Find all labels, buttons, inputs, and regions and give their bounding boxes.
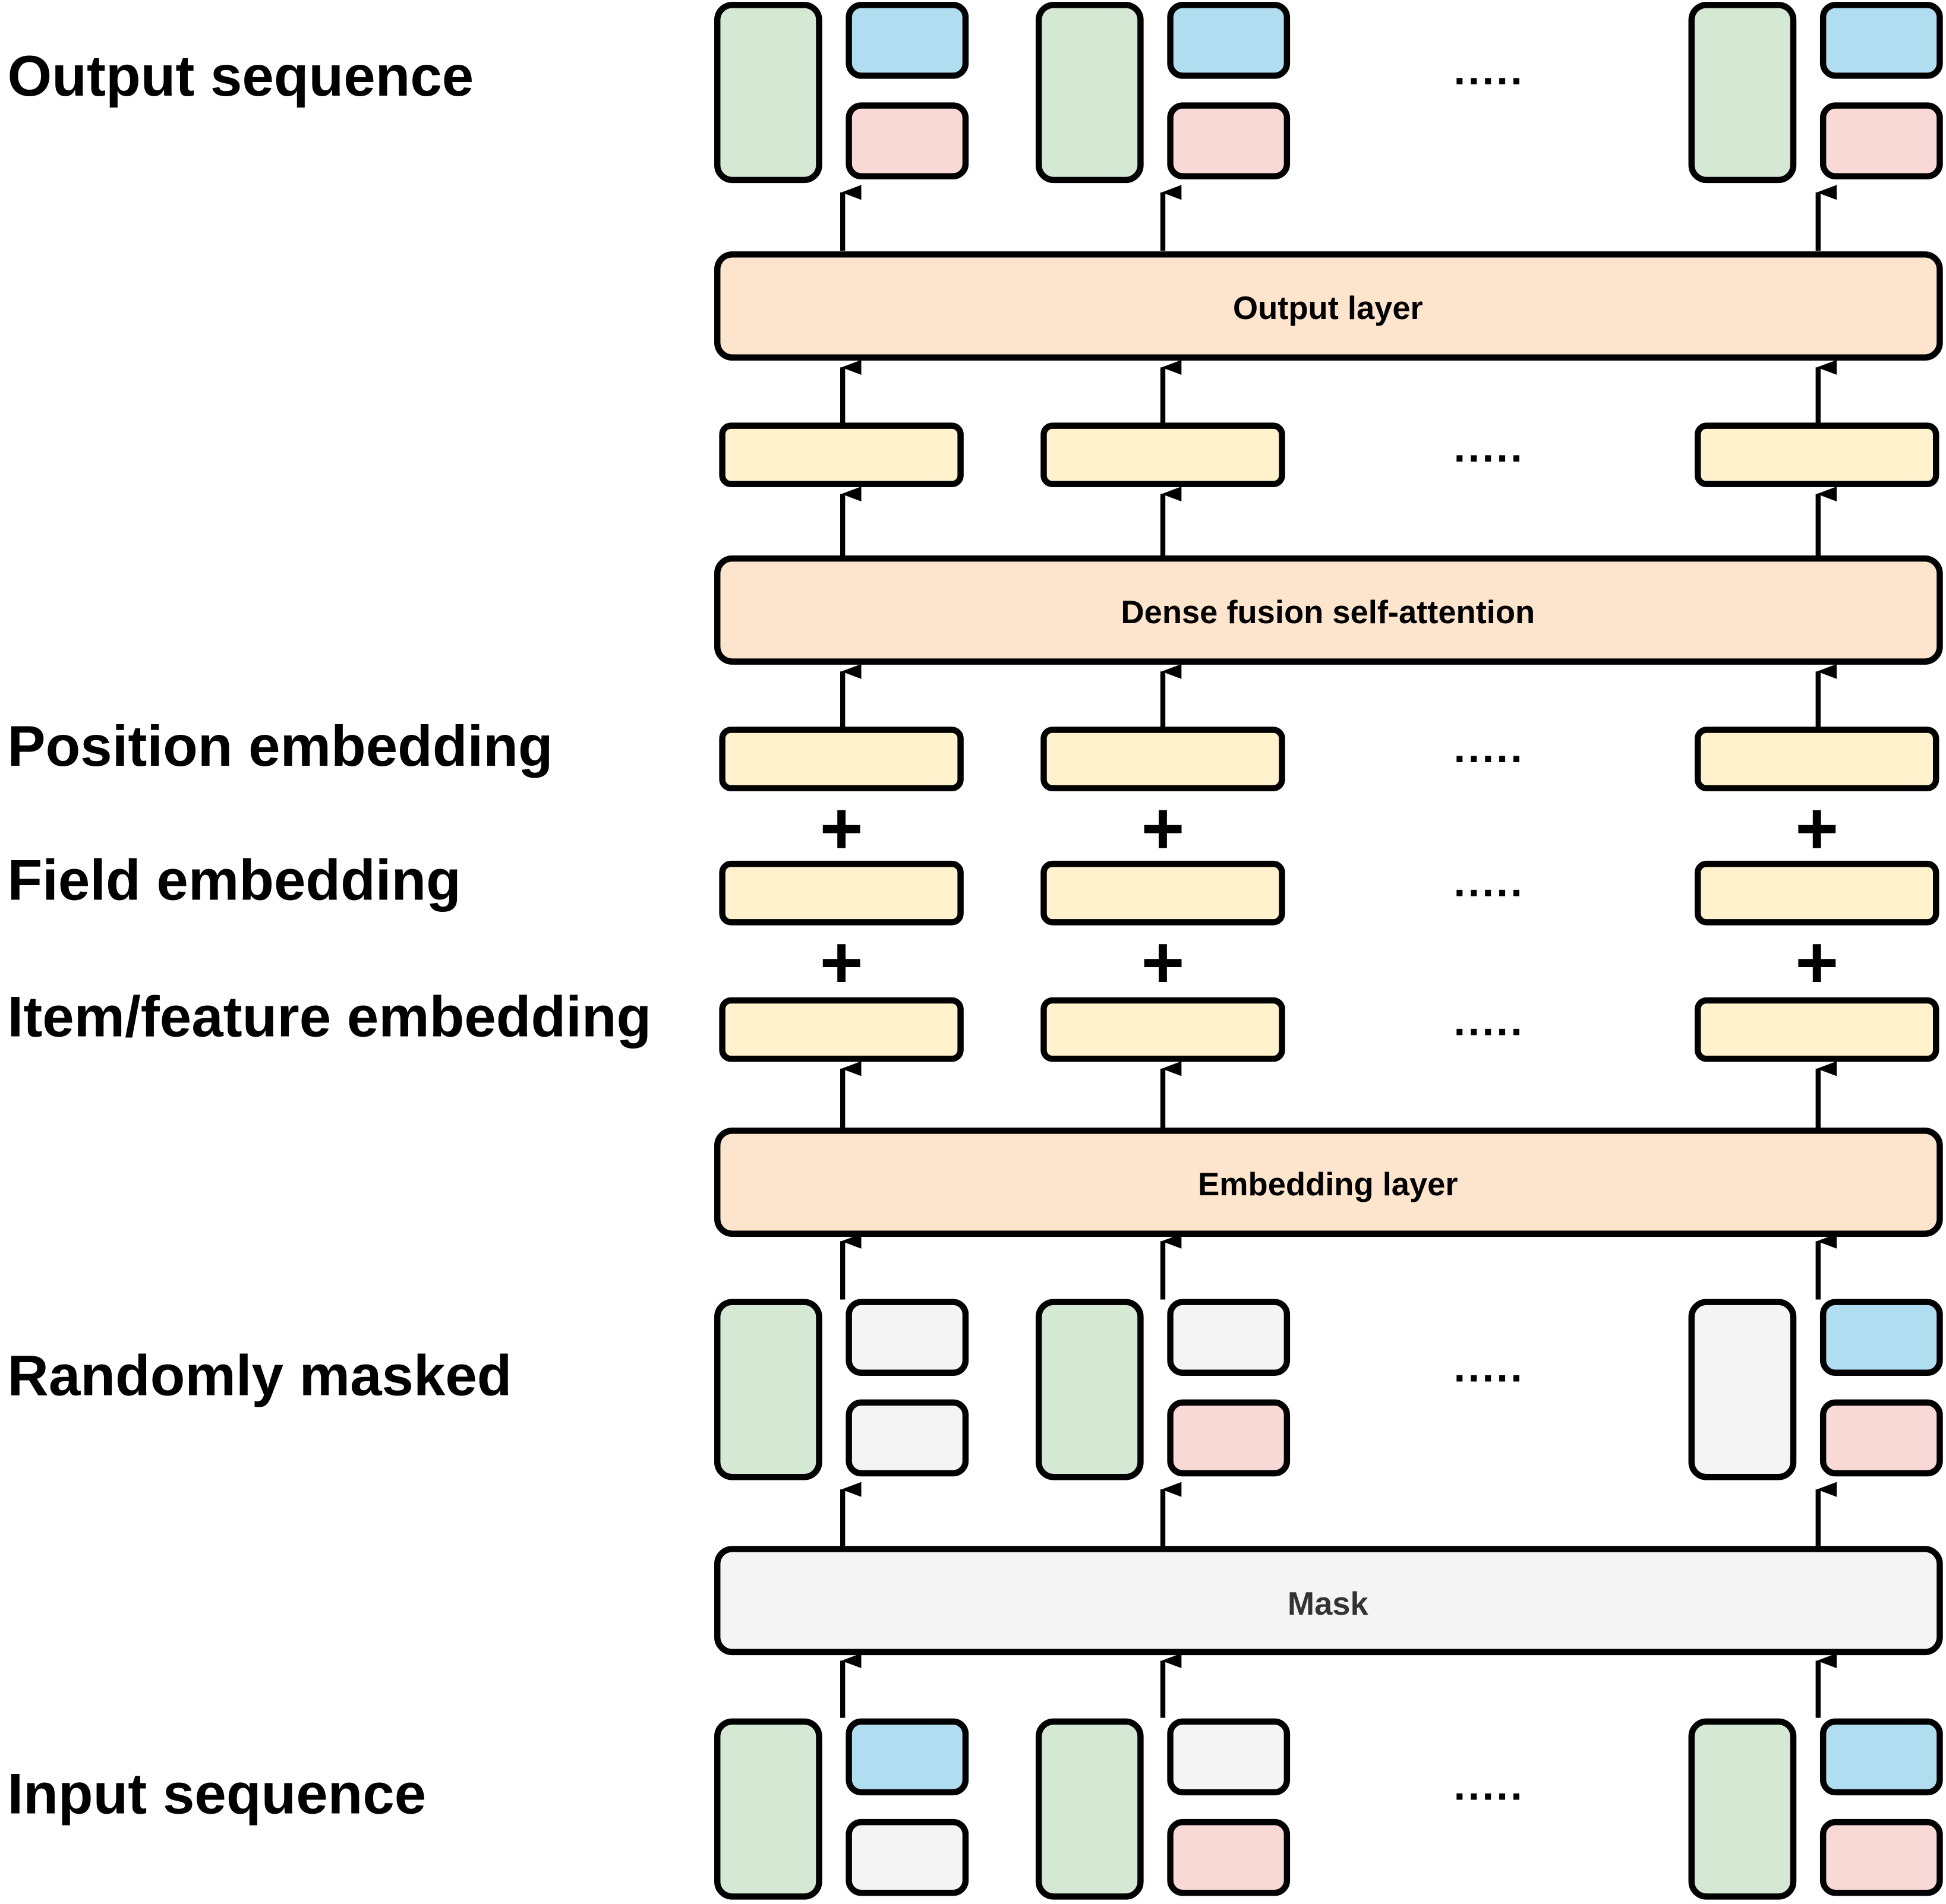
ellipsis-field-embedding: ..... <box>1454 858 1525 905</box>
feature-block-pink <box>1167 1818 1291 1896</box>
field-embedding-row <box>719 860 1939 926</box>
plus-row-upper: + + + <box>819 787 1838 870</box>
label-randomly-masked: Randomly masked <box>7 1343 512 1408</box>
item-block-green <box>1688 2 1797 184</box>
mask-layer-box: Mask <box>714 1546 1943 1656</box>
embedding-layer-box: Embedding layer <box>714 1128 1943 1237</box>
feature-block-pink <box>1819 1818 1943 1896</box>
plus-sign: + <box>1795 787 1838 870</box>
feature-block-gray <box>846 1299 969 1376</box>
token-group-randomly-masked <box>714 1299 969 1480</box>
token-group-output-sequence <box>1688 2 1943 184</box>
arrows <box>840 185 1837 1718</box>
field-embedding-bar <box>719 860 964 926</box>
item-block-green <box>714 1299 822 1480</box>
position-embedding-bar <box>719 727 964 791</box>
token-group-output-sequence <box>714 2 969 184</box>
feature-block-pink <box>1819 1399 1943 1477</box>
label-field-embedding: Field embedding <box>7 847 461 912</box>
feature-block-blue <box>1819 1718 1943 1796</box>
ellipsis-position-embedding: ..... <box>1454 725 1525 772</box>
hidden-embedding-bar <box>1694 422 1939 488</box>
field-embedding-bar <box>1694 860 1939 926</box>
output-layer-box: Output layer <box>714 251 1943 361</box>
plus-sign: + <box>1141 921 1184 1004</box>
feature-block-blue <box>1819 1299 1943 1376</box>
feature-block-blue <box>1167 2 1291 79</box>
token-group-input-sequence <box>1035 1718 1291 1900</box>
plus-sign: + <box>819 787 863 870</box>
hidden-embedding-row <box>719 422 1939 488</box>
feature-block-pink <box>846 102 969 179</box>
label-output-sequence: Output sequence <box>7 43 474 108</box>
hidden-embedding-bar <box>1040 422 1285 488</box>
position-embedding-bar <box>1694 727 1939 791</box>
item-block-green <box>1688 1718 1797 1900</box>
item-feature-embedding-bar <box>719 997 964 1062</box>
feature-block-gray <box>1167 1718 1291 1796</box>
feature-block-pink <box>1167 102 1291 179</box>
feature-block-blue <box>846 2 969 79</box>
token-groups <box>714 2 1943 1900</box>
feature-block-pink <box>1819 102 1943 179</box>
feature-block-blue <box>1819 2 1943 79</box>
plus-sign: + <box>1795 921 1838 1004</box>
ellipsis-randomly-masked: ..... <box>1454 1344 1525 1391</box>
item-feature-embedding-row <box>719 997 1939 1062</box>
item-block-green <box>714 1718 822 1900</box>
plus-sign: + <box>819 921 863 1004</box>
output-layer-label: Output layer <box>1233 290 1423 326</box>
item-feature-embedding-bar <box>1040 997 1285 1062</box>
item-block-green <box>1035 1718 1144 1900</box>
position-embedding-row <box>719 727 1939 791</box>
position-embedding-bar <box>1040 727 1285 791</box>
feature-block-gray <box>846 1818 969 1896</box>
token-group-output-sequence <box>1035 2 1291 184</box>
item-block-green <box>1035 2 1144 184</box>
token-group-input-sequence <box>714 1718 969 1900</box>
feature-block-blue <box>846 1718 969 1796</box>
fusion-layer-label: Dense fusion self-attention <box>1121 594 1535 630</box>
feature-block-gray <box>1167 1299 1291 1376</box>
ellipsis-item-feature-embedding: ..... <box>1454 997 1525 1044</box>
ellipsis-hidden-embedding: ..... <box>1454 424 1525 471</box>
token-group-input-sequence <box>1688 1718 1943 1900</box>
mask-layer-label: Mask <box>1288 1586 1369 1622</box>
token-group-randomly-masked <box>1035 1299 1291 1480</box>
item-block-gray <box>1688 1299 1797 1480</box>
label-position-embedding: Position embedding <box>7 713 553 778</box>
fusion-layer-box: Dense fusion self-attention <box>714 555 1943 665</box>
item-block-green <box>1035 1299 1144 1480</box>
item-feature-embedding-bar <box>1694 997 1939 1062</box>
ellipsis-input-sequence: ..... <box>1454 1762 1525 1809</box>
ellipsis-output-sequence: ..... <box>1454 47 1525 94</box>
label-input-sequence: Input sequence <box>7 1761 427 1826</box>
token-group-randomly-masked <box>1688 1299 1943 1480</box>
label-item-feature-embedding: Item/feature embedding <box>7 984 652 1049</box>
plus-sign: + <box>1141 787 1184 870</box>
feature-block-gray <box>846 1399 969 1477</box>
hidden-embedding-bar <box>719 422 964 488</box>
item-block-green <box>714 2 822 184</box>
plus-row-lower: + + + <box>819 921 1838 1004</box>
embedding-layer-label: Embedding layer <box>1198 1166 1458 1202</box>
feature-block-pink <box>1167 1399 1291 1477</box>
field-embedding-bar <box>1040 860 1285 926</box>
